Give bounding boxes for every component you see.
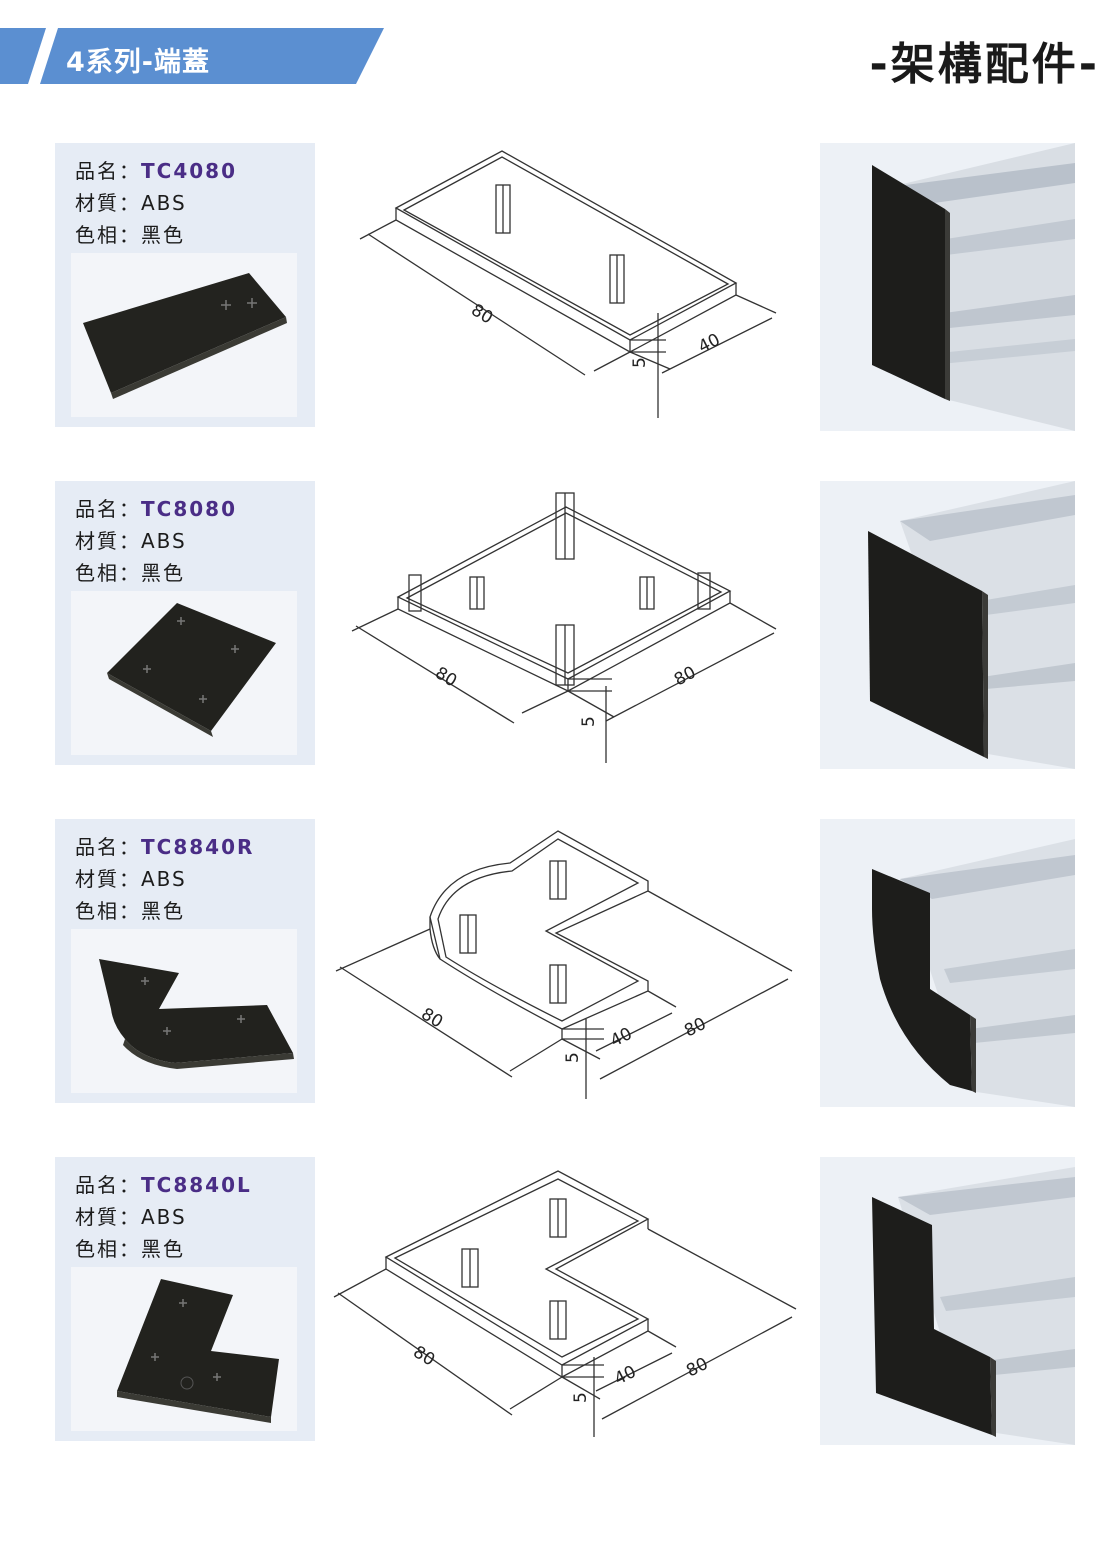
product-info-panel: 品名：TC8840L 材質：ABS 色相：黑色	[55, 1157, 315, 1441]
dim-length: 80	[467, 300, 496, 328]
dim-width: 40	[607, 1024, 635, 1052]
product-section-tc8840r: 品名：TC8840R 材質：ABS 色相：黑色	[0, 819, 1120, 1119]
product-photo	[71, 1267, 297, 1431]
spec-material: 材質：ABS	[75, 867, 187, 891]
technical-drawing: 80 40 80 5	[333, 1170, 797, 1437]
spec-material: 材質：ABS	[75, 1205, 187, 1229]
spec-name: 品名：TC4080	[75, 159, 237, 183]
spec-color: 色相：黑色	[75, 561, 185, 585]
product-photo	[71, 253, 297, 417]
spec-name: 品名：TC8080	[75, 497, 237, 521]
dim-width: 40	[695, 330, 723, 358]
dim-width: 80	[671, 663, 699, 691]
spec-color: 色相：黑色	[75, 1237, 185, 1261]
page-header: 4系列-端蓋 -架構配件-	[0, 0, 1120, 100]
product-render	[820, 819, 1075, 1107]
header-banner	[0, 28, 384, 84]
series-title: 4系列-端蓋	[66, 47, 210, 78]
model-number: TC8080	[141, 497, 237, 521]
technical-drawing: 80 80 5	[351, 492, 777, 763]
dim-length: 80	[417, 1004, 446, 1032]
technical-drawing: 80 40 80 5	[335, 830, 793, 1099]
spec-color: 色相：黑色	[75, 223, 185, 247]
dim-height: 5	[579, 716, 599, 727]
product-photo	[71, 929, 297, 1093]
model-number: TC8840L	[141, 1173, 252, 1197]
technical-drawing: 80 40 5	[359, 150, 777, 418]
spec-name: 品名：TC8840R	[75, 835, 255, 859]
category-title: -架構配件-	[869, 39, 1100, 90]
dim-height: 5	[571, 1392, 591, 1403]
spec-material: 材質：ABS	[75, 529, 187, 553]
product-render	[820, 143, 1075, 431]
dim-width: 40	[611, 1362, 639, 1390]
dim-depth: 80	[681, 1014, 709, 1042]
spec-material: 材質：ABS	[75, 191, 187, 215]
product-render	[820, 1157, 1075, 1445]
product-section-tc4080: 品名：TC4080 材質：ABS 色相：黑色 80 40	[0, 143, 1120, 443]
product-section-tc8840l: 品名：TC8840L 材質：ABS 色相：黑色	[0, 1157, 1120, 1457]
model-number: TC4080	[141, 159, 237, 183]
dim-depth: 80	[683, 1354, 711, 1382]
product-section-tc8080: 品名：TC8080 材質：ABS 色相：黑色	[0, 481, 1120, 781]
spec-name: 品名：TC8840L	[75, 1173, 252, 1197]
dim-height: 5	[563, 1052, 583, 1063]
product-info-panel: 品名：TC4080 材質：ABS 色相：黑色	[55, 143, 315, 427]
model-number: TC8840R	[141, 835, 255, 859]
spec-color: 色相：黑色	[75, 899, 185, 923]
product-photo	[71, 591, 297, 755]
product-render	[820, 481, 1075, 769]
product-info-panel: 品名：TC8080 材質：ABS 色相：黑色	[55, 481, 315, 765]
product-info-panel: 品名：TC8840R 材質：ABS 色相：黑色	[55, 819, 315, 1103]
dim-height: 5	[630, 357, 650, 368]
